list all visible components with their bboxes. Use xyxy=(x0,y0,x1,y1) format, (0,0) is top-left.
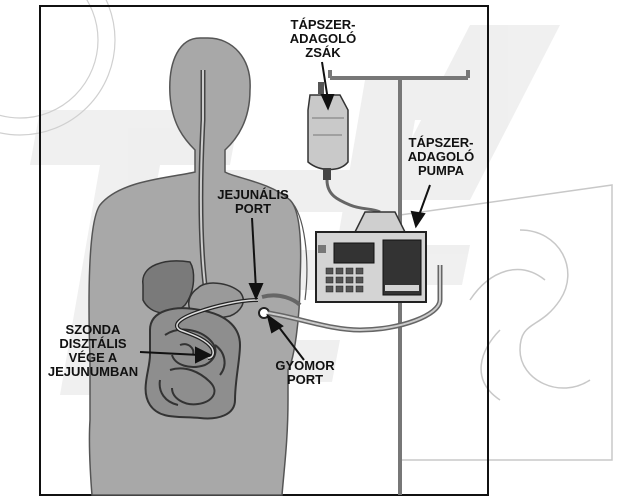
label-line: JEJUNUMBAN xyxy=(45,365,141,379)
label-line: PORT xyxy=(262,373,348,387)
intestines xyxy=(146,308,240,418)
label-line: JEJUNÁLIS xyxy=(208,188,298,202)
label-line: GYOMOR xyxy=(262,359,348,373)
label-distal-tip: SZONDA DISZTÁLIS VÉGE A JEJUNUMBAN xyxy=(45,323,141,379)
label-feeding-bag: TÁPSZER- ADAGOLÓ ZSÁK xyxy=(283,18,363,60)
label-jejunal-port: JEJUNÁLIS PORT xyxy=(208,188,298,216)
logo-sketch xyxy=(400,185,612,460)
label-line: ADAGOLÓ xyxy=(395,150,487,164)
label-line: PUMPA xyxy=(395,164,487,178)
label-line: VÉGE A xyxy=(45,351,141,365)
feeding-pump xyxy=(316,232,426,302)
label-line: ADAGOLÓ xyxy=(283,32,363,46)
label-line: DISZTÁLIS xyxy=(45,337,141,351)
label-feeding-pump: TÁPSZER- ADAGOLÓ PUMPA xyxy=(395,136,487,178)
label-line: SZONDA xyxy=(45,323,141,337)
label-line: PORT xyxy=(208,202,298,216)
label-line: TÁPSZER- xyxy=(283,18,363,32)
label-gastric-port: GYOMOR PORT xyxy=(262,359,348,387)
body-silhouette xyxy=(89,38,307,495)
label-line: ZSÁK xyxy=(283,46,363,60)
label-line: TÁPSZER- xyxy=(395,136,487,150)
